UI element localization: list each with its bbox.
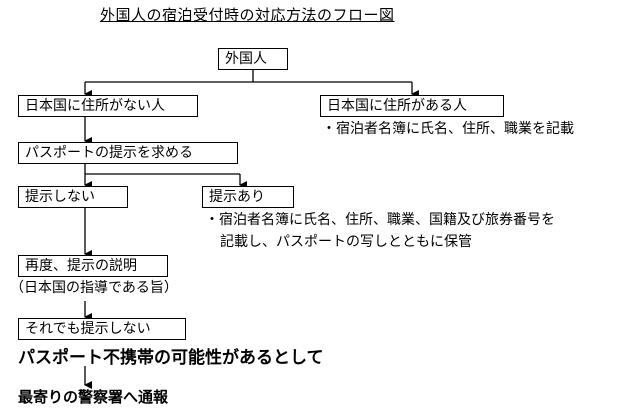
possibility-text: パスポート不携帯の可能性があるとして (18, 348, 324, 368)
diagram-title: 外国人の宿泊受付時の対応方法のフロー図 (100, 6, 395, 24)
notify-police-text: 最寄りの警察署へ通報 (18, 388, 169, 406)
node-presented: 提示あり (202, 186, 294, 208)
node-no-address: 日本国に住所がない人 (18, 95, 198, 117)
presented-note-line1: ・宿泊者名簿に氏名、住所、職業、国籍及び旅券番号を (205, 212, 555, 228)
node-request-passport: パスポートの提示を求める (18, 142, 238, 164)
has-address-note: ・宿泊者名簿に氏名、住所、職業を記載 (322, 121, 574, 137)
re-explain-note: （日本国の指導である旨） (10, 280, 178, 296)
node-not-present: 提示しない (18, 186, 128, 208)
node-has-address: 日本国に住所がある人 (320, 95, 504, 117)
node-re-explain: 再度、提示の説明 (18, 255, 168, 277)
node-foreigner: 外国人 (218, 48, 288, 70)
presented-note-line2: 記載し、パスポートの写しとともに保管 (220, 234, 472, 250)
node-still-not: それでも提示しない (18, 318, 186, 340)
